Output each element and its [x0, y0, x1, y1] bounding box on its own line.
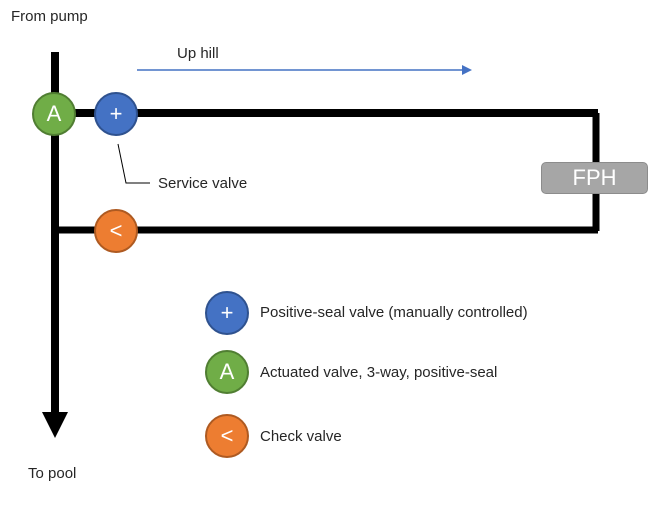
legend-text: Positive-seal valve (manually controlled…	[260, 304, 528, 321]
uphill-label: Up hill	[177, 45, 219, 62]
fph-box: FPH	[541, 162, 648, 194]
legend-text: Actuated valve, 3-way, positive-seal	[260, 364, 498, 381]
legend-symbol: A	[219, 359, 235, 384]
legend-symbol: <	[220, 423, 234, 448]
actuated-valve: A	[32, 92, 76, 136]
service-valve: +	[94, 92, 138, 136]
legend-check-icon: <	[205, 414, 249, 458]
service-valve-symbol: +	[109, 101, 123, 126]
uphill-arrow-head	[462, 65, 472, 75]
from-pump-label: From pump	[11, 8, 88, 25]
legend-text: Check valve	[260, 428, 342, 445]
legend-symbol: +	[220, 300, 234, 325]
to-pool-label: To pool	[28, 465, 77, 482]
check-valve: <	[94, 209, 138, 253]
actuated-valve-symbol: A	[46, 101, 62, 126]
legend-actuated-icon: A	[205, 350, 249, 394]
fph-label: FPH	[572, 165, 617, 190]
legend-positive-seal-icon: +	[205, 291, 249, 335]
service-valve-label: Service valve	[158, 175, 248, 192]
check-valve-symbol: <	[109, 218, 123, 243]
service-valve-callout-line	[117, 143, 150, 184]
down-arrow-head	[42, 412, 68, 438]
